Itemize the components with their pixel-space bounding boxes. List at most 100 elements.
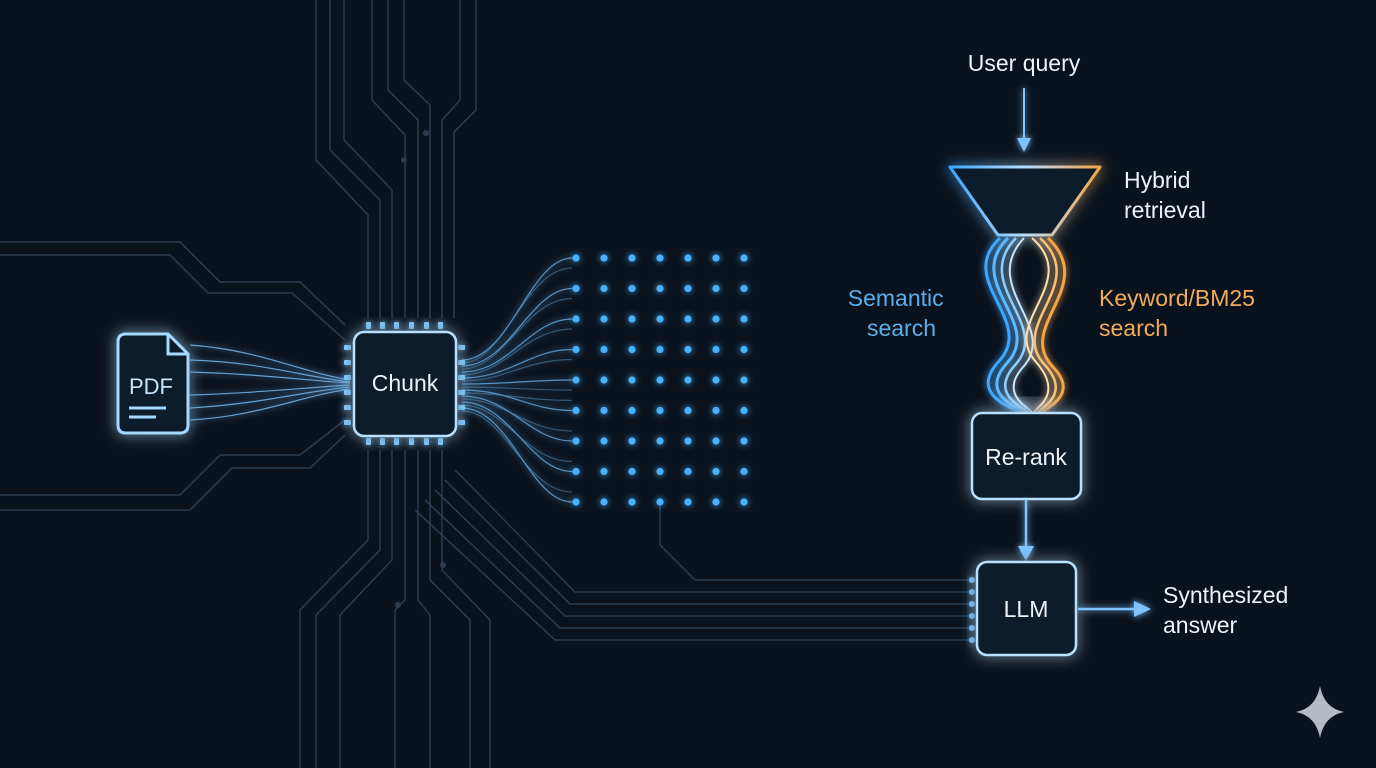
embedding-dot bbox=[684, 284, 692, 293]
embedding-dot bbox=[628, 345, 636, 354]
embedding-dot bbox=[628, 467, 636, 476]
embedding-link bbox=[461, 348, 573, 379]
chunk-node-pins bbox=[344, 322, 465, 445]
embedding-dot bbox=[656, 254, 664, 262]
circuit-traces bbox=[0, 0, 975, 768]
embedding-link bbox=[461, 386, 573, 391]
embedding-dot bbox=[600, 498, 608, 506]
semantic-search-stream bbox=[984, 236, 1034, 414]
embedding-grid bbox=[572, 254, 748, 506]
chunk-node-label: Chunk bbox=[372, 370, 439, 396]
embedding-dot bbox=[684, 254, 692, 262]
embedding-dot bbox=[572, 254, 580, 262]
embedding-dot bbox=[712, 437, 720, 445]
embedding-link bbox=[461, 318, 573, 373]
user-query-arrow bbox=[1017, 88, 1031, 152]
llm-input-pins bbox=[969, 577, 975, 643]
embedding-dot bbox=[600, 254, 608, 262]
rerank-to-llm-arrow bbox=[1018, 500, 1034, 561]
chunk-to-embedding-lines bbox=[461, 257, 573, 503]
embedding-link bbox=[461, 257, 573, 361]
embedding-dot bbox=[656, 315, 664, 323]
chunk-node bbox=[352, 330, 458, 438]
embedding-link bbox=[461, 398, 573, 432]
embedding-dot bbox=[740, 437, 748, 445]
embedding-dot bbox=[740, 254, 748, 262]
embedding-dot bbox=[740, 376, 748, 384]
embedding-link bbox=[461, 395, 573, 442]
llm-node-label: LLM bbox=[1004, 596, 1049, 622]
embedding-link bbox=[461, 297, 573, 370]
semantic-search-label: Semantic search bbox=[848, 285, 950, 341]
embedding-link bbox=[461, 410, 573, 493]
embedding-dot bbox=[684, 345, 692, 354]
embedding-link bbox=[461, 328, 573, 376]
embedding-dot bbox=[628, 254, 636, 262]
embedding-dot bbox=[684, 437, 692, 445]
embedding-dot bbox=[572, 437, 580, 445]
embedding-link bbox=[461, 287, 573, 367]
embedding-dot bbox=[572, 498, 580, 506]
rerank-node-label: Re-rank bbox=[985, 444, 1067, 470]
embedding-dot bbox=[656, 498, 664, 506]
embedding-dot bbox=[600, 437, 608, 445]
embedding-dot bbox=[656, 284, 664, 293]
embedding-dot bbox=[712, 376, 720, 384]
embedding-dot bbox=[684, 376, 692, 384]
rerank-node bbox=[970, 411, 1083, 501]
sparkle-icon bbox=[1296, 686, 1344, 738]
embedding-dot bbox=[628, 406, 636, 415]
embedding-dot bbox=[656, 467, 664, 476]
embedding-dot bbox=[628, 498, 636, 506]
embedding-dot bbox=[628, 315, 636, 323]
user-query-label: User query bbox=[968, 50, 1081, 76]
embedding-dot bbox=[628, 284, 636, 293]
embedding-dot bbox=[572, 406, 580, 415]
embedding-dot bbox=[740, 467, 748, 476]
embedding-dot bbox=[712, 345, 720, 354]
embedding-dot bbox=[740, 345, 748, 354]
embedding-link bbox=[461, 358, 573, 382]
embedding-dot bbox=[740, 498, 748, 506]
embedding-dot bbox=[684, 498, 692, 506]
embedding-dot bbox=[600, 406, 608, 415]
embedding-dot bbox=[684, 315, 692, 323]
hybrid-retrieval-label: Hybrid retrieval bbox=[1124, 167, 1206, 223]
embedding-link bbox=[461, 392, 573, 402]
keyword-search-stream bbox=[1025, 236, 1067, 414]
embedding-dot bbox=[740, 284, 748, 293]
embedding-link bbox=[461, 407, 573, 503]
embedding-dot bbox=[656, 376, 664, 384]
embedding-dot bbox=[600, 467, 608, 476]
embedding-dot bbox=[572, 376, 580, 384]
embedding-dot bbox=[656, 437, 664, 445]
embedding-dot bbox=[740, 315, 748, 323]
embedding-dot bbox=[712, 284, 720, 293]
embedding-dot bbox=[684, 467, 692, 476]
embedding-dot bbox=[600, 315, 608, 323]
llm-node bbox=[975, 560, 1078, 657]
embedding-dot bbox=[712, 467, 720, 476]
embedding-dot bbox=[628, 376, 636, 384]
circuit-vias bbox=[395, 130, 446, 608]
embedding-dot bbox=[712, 498, 720, 506]
keyword-search-label: Keyword/BM25 search bbox=[1099, 285, 1261, 341]
embedding-dot bbox=[712, 254, 720, 262]
hybrid-retrieval-funnel bbox=[948, 165, 1102, 237]
embedding-dot bbox=[572, 315, 580, 323]
embedding-dot bbox=[712, 315, 720, 323]
synthesized-answer-label: Synthesized answer bbox=[1163, 582, 1295, 638]
embedding-dot bbox=[684, 406, 692, 415]
embedding-dot bbox=[656, 406, 664, 415]
embedding-dot bbox=[572, 284, 580, 293]
llm-to-answer-arrow bbox=[1078, 601, 1151, 617]
pdf-document-icon bbox=[116, 332, 190, 435]
embedding-link bbox=[461, 379, 573, 385]
pdf-to-chunk-lines bbox=[189, 344, 351, 421]
embedding-link bbox=[461, 267, 573, 364]
embedding-dot bbox=[600, 345, 608, 354]
embedding-dot bbox=[740, 406, 748, 415]
embedding-dot bbox=[628, 437, 636, 445]
embedding-dot bbox=[600, 376, 608, 384]
